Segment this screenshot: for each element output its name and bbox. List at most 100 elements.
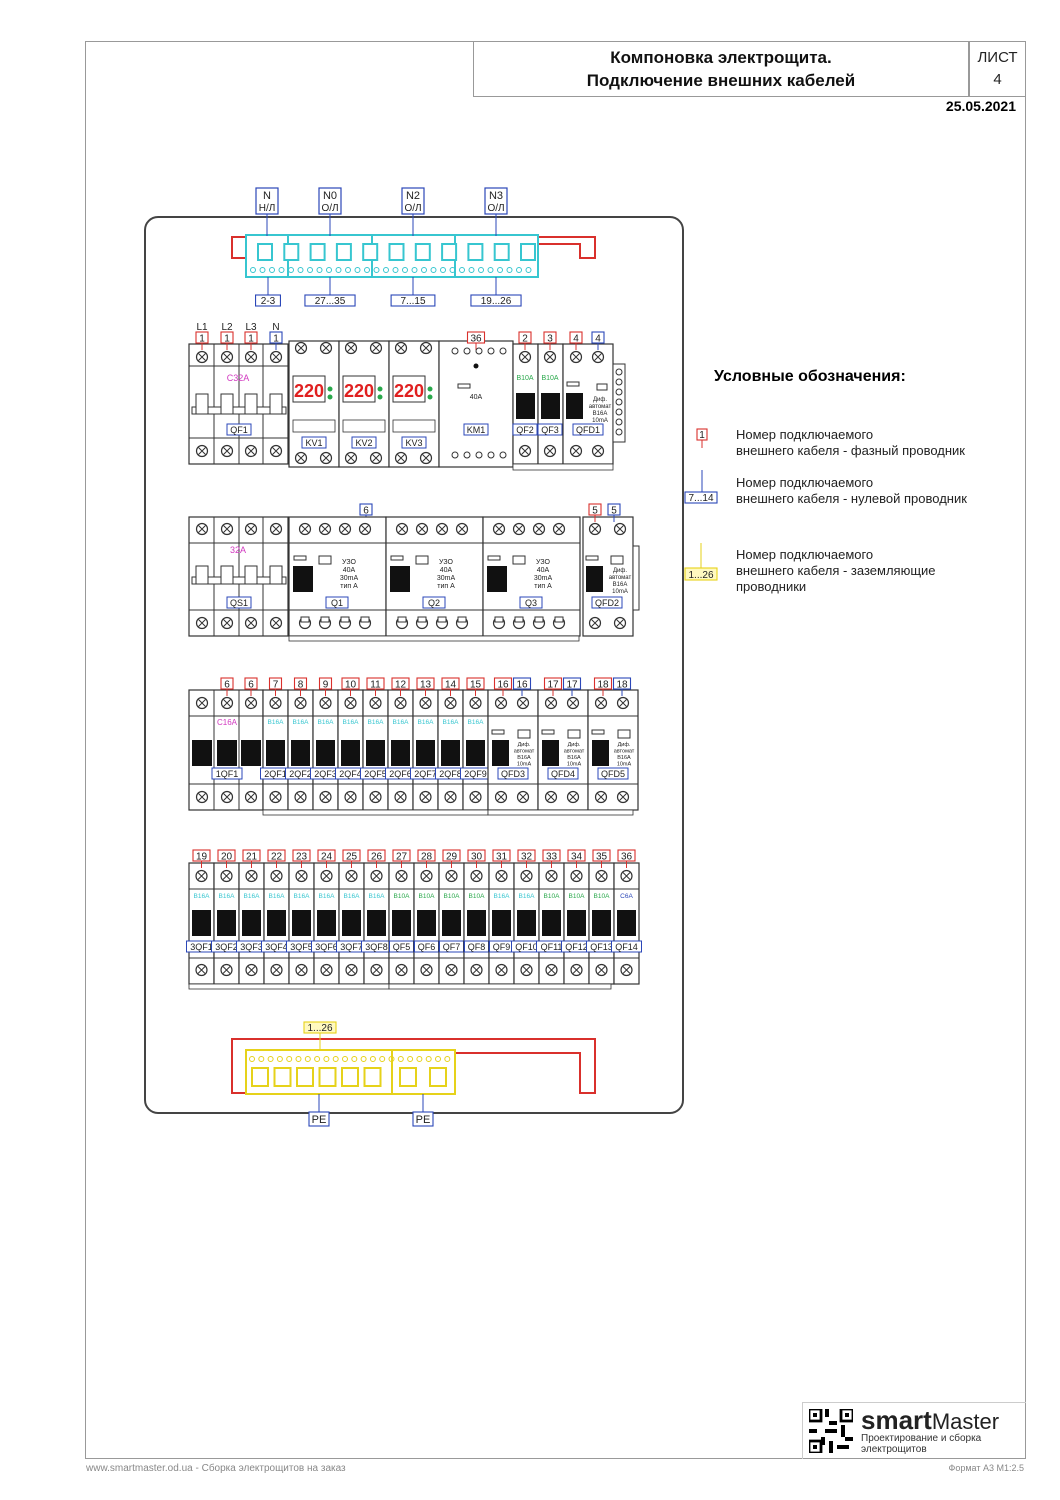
breaker-name-label: 3QF6 (315, 942, 338, 952)
breaker-toggle-icon (467, 910, 486, 936)
terminal-screw-cross (223, 525, 231, 533)
rcbo-name-label: QFD5 (601, 769, 625, 779)
breaker-rating: B16A (344, 893, 361, 900)
pe-bus-bottom-label (308, 1111, 330, 1127)
neutral-bus-hole (402, 267, 408, 273)
neutral-bus-bottom-label-text: 7...15 (400, 296, 425, 307)
breaker-name-label: 2QF6 (389, 769, 412, 779)
breaker-rating: C6A (620, 893, 633, 900)
pe-bus-bottom-label (412, 1111, 434, 1127)
breaker-rating: B10A (544, 893, 561, 900)
terminal-screw-cross (497, 872, 506, 880)
rcbo-window (541, 729, 555, 735)
line-marker-label: 1 (224, 334, 230, 345)
terminal-screw-cross (361, 525, 369, 533)
breaker-toggle-icon (342, 910, 361, 936)
din-end-stop (632, 545, 640, 611)
rcbo-marker-label: 16 (497, 680, 509, 691)
contactor-screw-icon (499, 451, 507, 459)
breaker-toggle-icon (192, 910, 211, 936)
terminal-screw-cross (591, 525, 599, 533)
line-marker-label: 1 (199, 334, 205, 345)
pe-bus-hole (286, 1056, 293, 1062)
breaker-name-label: 2QF9 (464, 769, 487, 779)
pe-bus-hole (425, 1056, 432, 1062)
terminal-screw-cross (572, 966, 581, 974)
terminal-screw-cross (301, 525, 309, 533)
pe-bus-hole (295, 1056, 302, 1062)
terminal-screw-cross (346, 699, 355, 707)
main-breaker-name (226, 423, 252, 436)
terminal-screw-cross (272, 872, 281, 880)
rcbo-test-button-icon (610, 555, 624, 565)
rcd-terminal-clamp (494, 616, 504, 623)
main-breaker-handle-bar (191, 406, 287, 415)
comb-bus-row2 (288, 635, 580, 642)
neutral-bus-hole (335, 267, 342, 273)
terminal-screw-cross (247, 966, 256, 974)
rcbo-marker-label: 4 (573, 334, 579, 345)
neutral-bus-hole (478, 267, 484, 273)
neutral-bus-hole (373, 267, 380, 273)
rcbo-text: B16A (613, 582, 628, 588)
breaker-toggle-icon (266, 740, 285, 766)
rcbo-marker-label: 5 (592, 506, 598, 517)
breaker-name-label: 3QF4 (265, 942, 288, 952)
terminal-screw-cross (341, 525, 349, 533)
neutral-bus-bottom-label (390, 294, 436, 307)
terminal-screw-cross (519, 699, 527, 707)
terminal-screw-cross (372, 454, 380, 462)
neutral-bus-hole (297, 267, 304, 273)
breaker-name-label: QF6 (418, 942, 436, 952)
terminal-screw-cross (347, 966, 356, 974)
breaker-name-label: 2QF7 (414, 769, 437, 779)
rcbo-text: автомат (614, 749, 635, 755)
rcbo-text: Диф. (613, 568, 627, 574)
legend-phase-text: Номер подключаемого внешнего кабеля - фа… (736, 427, 965, 459)
legend-neutral-text: Номер подключаемого внешнего кабеля - ну… (736, 475, 967, 507)
neutral-bus-top-label-a: N0 (323, 190, 337, 202)
rcd-name (519, 596, 543, 609)
neutral-bus-top-label-b: О/Л (487, 203, 504, 214)
breaker-rating: B10A (594, 893, 611, 900)
neutral-bus-hole (345, 267, 351, 273)
terminal-screw-cross (515, 525, 523, 533)
breaker-rating: B16A (468, 719, 485, 726)
legend-ground-text: Номер подключаемого внешнего кабеля - за… (736, 547, 936, 595)
terminal-screw-cross (472, 872, 481, 880)
pe-bus-bracket (231, 1038, 596, 1094)
pe-bus-clamp (341, 1067, 359, 1087)
breaker-marker-label: 28 (421, 852, 433, 863)
breaker-rating: B16A (268, 719, 285, 726)
rcd-terminal-clamp (554, 616, 564, 623)
contactor-screw-icon (487, 451, 495, 459)
terminal-screw-cross (572, 872, 581, 880)
terminal-screw-cross (521, 447, 529, 455)
breaker-marker-label: 32 (521, 852, 533, 863)
breaker-marker-label: 12 (395, 680, 407, 691)
terminal-screw-cross (322, 872, 331, 880)
breaker-toggle-icon (391, 740, 410, 766)
neutral-bus-clamp (309, 243, 326, 261)
terminal-screw-cross (198, 525, 206, 533)
terminal-screw-cross (198, 793, 206, 801)
main-breaker-toggle (195, 393, 209, 415)
breaker-name-label: QF10 (515, 942, 538, 952)
breaker-toggle-icon (516, 393, 535, 419)
terminal-screw-cross (622, 872, 631, 880)
relay-terminal-strip (292, 419, 336, 433)
neutral-bus-top-label-b: Н/Л (259, 203, 276, 214)
terminal-screw-cross (594, 353, 602, 361)
rcd-test-button-icon (415, 555, 429, 565)
contactor-marker-label: 36 (470, 334, 482, 345)
terminal-screw-cross (472, 966, 481, 974)
contactor-name-label: KM1 (467, 425, 486, 435)
breaker-name-label: 2QF1 (264, 769, 287, 779)
switch-toggle (220, 565, 234, 585)
legend-phase-line-2: внешнего кабеля - фазный проводник (736, 443, 965, 458)
rcbo-marker-label: 16 (516, 680, 528, 691)
breaker-name-label: 2QF5 (364, 769, 387, 779)
terminal-screw-cross (198, 699, 206, 707)
pe-bus-hole (416, 1056, 423, 1062)
pe-bus-hole (360, 1056, 367, 1062)
